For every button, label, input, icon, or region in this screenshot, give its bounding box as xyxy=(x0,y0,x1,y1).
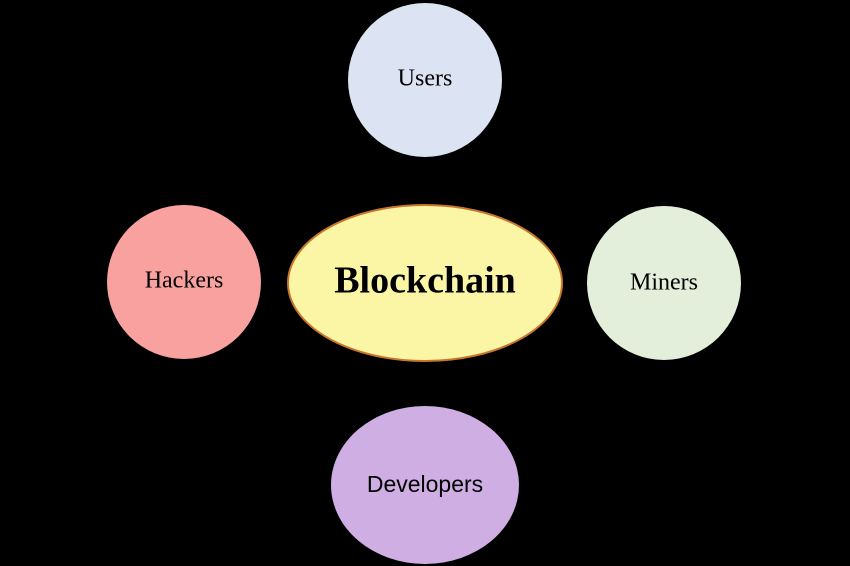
blockchain-label: Blockchain xyxy=(334,260,516,302)
miners-node: Miners xyxy=(587,206,741,360)
hackers-label: Hackers xyxy=(145,268,224,294)
miners-circle xyxy=(587,206,741,360)
developers-node: Developers xyxy=(331,406,519,564)
blockchain-ellipse xyxy=(287,204,563,362)
developers-label: Developers xyxy=(367,471,483,497)
users-circle xyxy=(348,3,502,157)
users-node: Users xyxy=(348,3,502,157)
miners-label: Miners xyxy=(630,270,698,296)
hackers-circle xyxy=(107,205,261,359)
blockchain-node: Blockchain xyxy=(287,204,563,362)
developers-ellipse xyxy=(331,406,519,564)
users-label: Users xyxy=(398,66,453,92)
hackers-node: Hackers xyxy=(107,205,261,359)
